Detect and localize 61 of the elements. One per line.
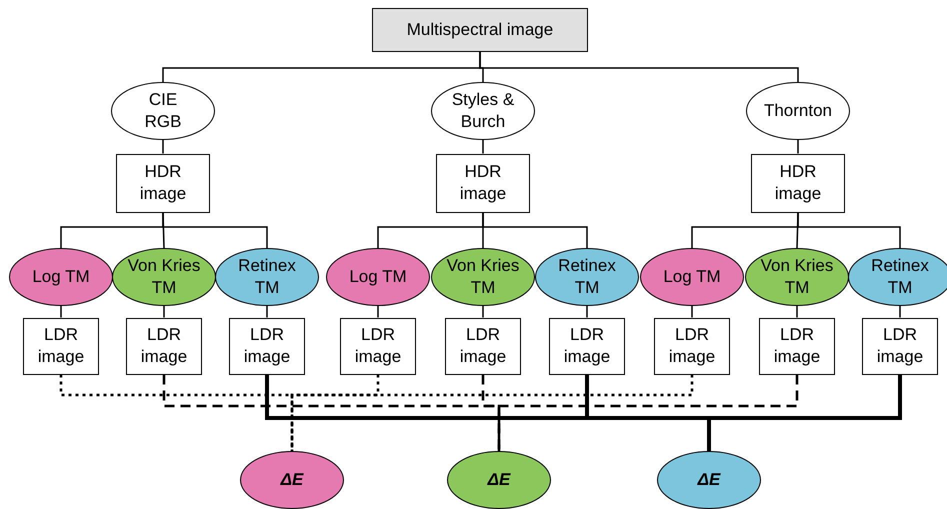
connector-line (797, 212, 901, 248)
connector-line (163, 306, 165, 318)
node-label: LDR image (458, 324, 508, 368)
node-label: Von Kries TM (760, 254, 834, 299)
output-box (23, 318, 99, 374)
connector-line (899, 306, 901, 318)
node-label: Log TM (348, 266, 408, 288)
metric-label: ΔE (279, 468, 305, 491)
output-box (126, 318, 202, 374)
node-label: LDR image (242, 324, 292, 368)
process-box (116, 154, 210, 212)
connector-line (377, 306, 379, 318)
connector-line (707, 374, 902, 451)
process-box (436, 154, 530, 212)
connector-line (586, 306, 588, 318)
node-label: Retinex TM (237, 254, 297, 299)
connector-line (796, 306, 798, 318)
process-box (751, 154, 845, 212)
connector-line (796, 212, 799, 248)
node-label: LDR image (772, 324, 822, 368)
output-box (445, 318, 521, 374)
node-label: Von Kries TM (446, 254, 520, 299)
node-label: Thornton (762, 100, 834, 122)
connector-line (60, 306, 62, 318)
connector-line (482, 140, 484, 154)
output-box (654, 318, 730, 374)
node-label: HDR image (458, 160, 508, 205)
metric-label: ΔE (486, 468, 512, 491)
node-label: Styles & Burch (450, 88, 516, 133)
node-label: Von Kries TM (126, 254, 202, 299)
node-label: CIE RGB (144, 88, 182, 133)
connector-line (162, 212, 268, 248)
node-label: LDR image (876, 324, 924, 368)
connector-line (691, 306, 693, 318)
connector-line (266, 306, 268, 318)
metric-label: ΔE (696, 468, 722, 491)
node-label: HDR image (774, 160, 822, 205)
node-label: Multispectral image (406, 18, 554, 41)
node-label: LDR image (140, 324, 188, 368)
output-box (340, 318, 416, 374)
output-box (862, 318, 938, 374)
node-label: LDR image (668, 324, 716, 368)
node-label: Log TM (31, 266, 91, 288)
output-box (759, 318, 835, 374)
node-label: LDR image (562, 324, 612, 368)
connector-line (479, 52, 799, 82)
output-box (549, 318, 625, 374)
node-label: HDR image (138, 160, 188, 205)
node-label: LDR image (36, 324, 86, 368)
node-label: Retinex TM (870, 254, 930, 299)
source-box (372, 8, 588, 52)
connector-line (797, 140, 799, 154)
connector-line (290, 374, 380, 451)
node-label: Retinex TM (557, 254, 617, 299)
node-label: Log TM (662, 266, 722, 288)
connector-line (482, 306, 484, 318)
output-box (229, 318, 305, 374)
connector-line (498, 374, 798, 451)
connector-line (482, 212, 588, 248)
connector-line (162, 140, 164, 154)
node-label: LDR image (354, 324, 402, 368)
